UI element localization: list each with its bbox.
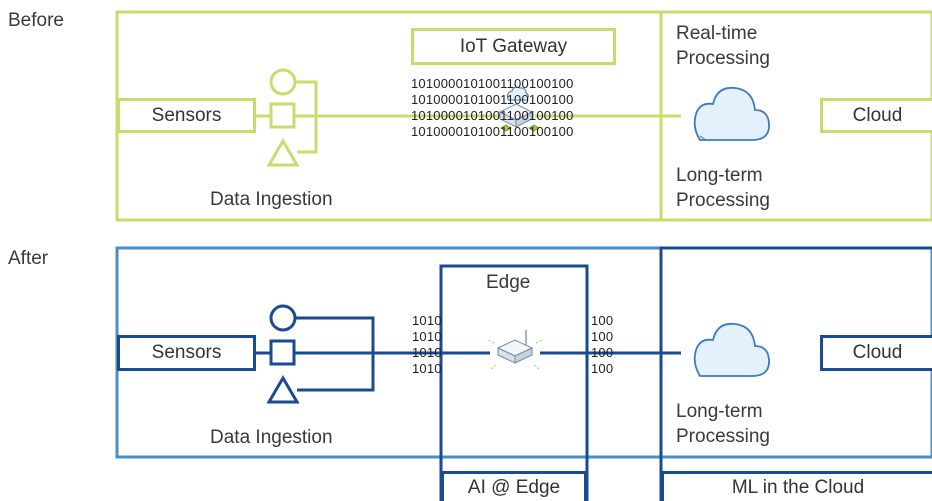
realtime-line-1: Real-time — [676, 23, 758, 44]
before-data-ingestion-label: Data Ingestion — [210, 189, 333, 210]
after-sensor-triangle — [266, 375, 300, 404]
after-longterm-line-2: Processing — [676, 426, 770, 447]
before-realtime-label: Real-time Processing — [676, 21, 770, 71]
before-cloud-box: Cloud — [820, 98, 932, 133]
ai-edge-box: AI @ Edge — [441, 471, 587, 501]
before-row-label: Before — [8, 10, 64, 31]
after-cloud-box: Cloud — [820, 335, 932, 371]
before-bits-line-2: 1010000101001100100100 — [411, 92, 574, 107]
after-row-label: After — [8, 248, 49, 269]
realtime-line-2: Processing — [676, 48, 770, 69]
after-bits-left-2: 1010 — [412, 329, 442, 344]
edge-box — [439, 264, 589, 501]
before-sensors-box: Sensors — [117, 98, 256, 133]
before-longterm-label: Long-term Processing — [676, 163, 770, 213]
before-bitstream: 1010000101001100100100 10100001010011001… — [411, 76, 574, 140]
after-bitstream-left: 1010 1010 1010 1010 — [412, 313, 442, 377]
ml-cloud-frame — [659, 246, 932, 501]
edge-device-icon — [487, 330, 543, 371]
after-bits-right-1: 100 — [591, 313, 614, 328]
after-bits-right-3: 100 — [591, 345, 614, 360]
after-bits-left-3: 1010 — [412, 345, 442, 360]
iot-gateway-box: IoT Gateway — [411, 28, 616, 65]
after-bits-right-4: 100 — [591, 361, 614, 376]
after-sensor-square — [269, 339, 296, 366]
after-sensor-circle — [269, 304, 297, 332]
after-longterm-line-1: Long-term — [676, 401, 763, 422]
longterm-line-2: Processing — [676, 190, 770, 211]
before-cloud-icon — [693, 86, 770, 141]
before-sensor-triangle — [266, 138, 300, 167]
after-sensors-box: Sensors — [117, 335, 256, 371]
after-bits-left-4: 1010 — [412, 361, 442, 376]
after-bitstream-right: 100 100 100 100 — [591, 313, 613, 377]
longterm-line-1: Long-term — [676, 165, 763, 186]
after-bits-left-1: 1010 — [412, 313, 442, 328]
before-bits-line-3: 1010000101001100100100 — [411, 108, 574, 123]
before-bits-line-4: 1010000101001100100100 — [411, 124, 574, 139]
before-sensor-circle — [269, 68, 297, 96]
ml-cloud-box: ML in the Cloud — [661, 471, 932, 501]
gateway-device-icon — [498, 86, 540, 132]
after-cloud-icon — [693, 322, 770, 377]
after-data-ingestion-label: Data Ingestion — [210, 427, 333, 448]
after-longterm-label: Long-term Processing — [676, 399, 770, 449]
before-bits-line-1: 1010000101001100100100 — [411, 76, 574, 91]
before-sensor-square — [269, 102, 296, 129]
after-bits-right-2: 100 — [591, 329, 614, 344]
edge-label: Edge — [486, 272, 531, 293]
